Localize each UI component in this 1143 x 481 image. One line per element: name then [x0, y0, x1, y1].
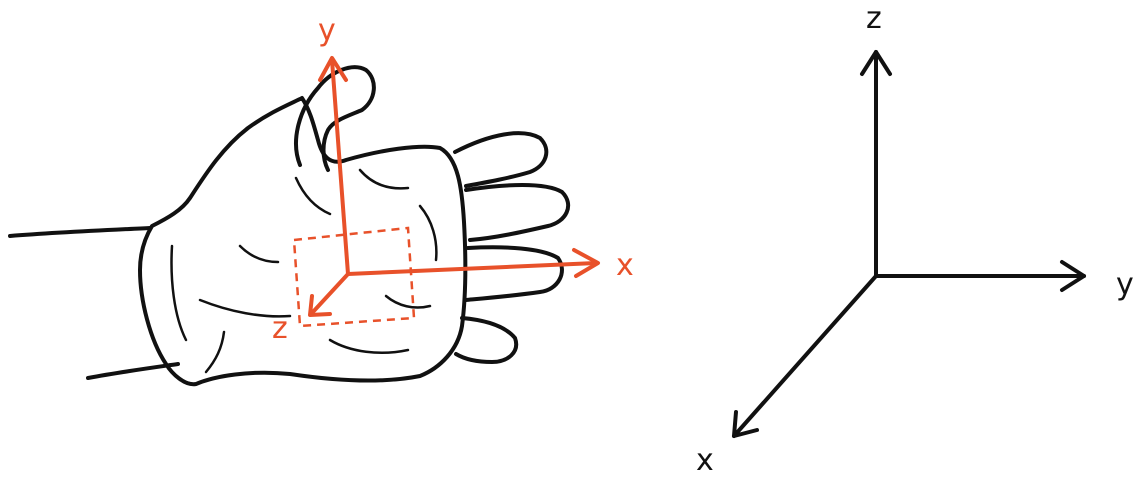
hand-y-axis-arrowhead: [318, 56, 348, 82]
world-x-axis-arrowhead: [732, 410, 759, 438]
glove-cuff-line: [204, 330, 226, 374]
world-y-axis-label: y: [1116, 267, 1134, 302]
hand-x-axis-line: [346, 261, 598, 276]
glove-crease-4: [418, 204, 438, 262]
hand-x-axis-arrowhead: [572, 248, 600, 278]
forearm-lower-line: [86, 362, 180, 380]
finger-pinky: [454, 316, 519, 364]
finger-ring: [464, 245, 564, 302]
gloved-hand-illustration: [8, 65, 571, 387]
glove-crease-7: [294, 176, 332, 216]
forearm-upper-line: [8, 226, 152, 238]
hand-z-axis-arrowhead: [308, 294, 332, 317]
world-y-axis-arrowhead: [1060, 260, 1086, 292]
world-x-axis-label: x: [696, 443, 714, 476]
hand-z-axis-label: z: [272, 311, 288, 346]
world-z-axis-arrowhead: [860, 50, 892, 76]
hand-x-axis-label: x: [616, 248, 634, 283]
world-coordinate-frame: z y x: [696, 1, 1134, 478]
glove-crease-2: [198, 298, 292, 318]
glove-crease-3: [358, 168, 410, 190]
hand-y-axis-line: [330, 58, 350, 276]
world-z-axis-label: z: [866, 1, 882, 36]
glove-crease-8: [384, 294, 432, 309]
sensor-box-dashed: [292, 226, 416, 328]
glove-crease-1: [170, 244, 188, 342]
finger-middle: [464, 183, 571, 242]
glove-crease-6: [238, 244, 280, 264]
glove-outline: [138, 96, 468, 387]
glove-crease-5: [328, 338, 410, 355]
finger-index: [453, 131, 549, 188]
hand-coordinate-frame: y x z: [272, 13, 634, 346]
world-x-axis-line: [732, 274, 878, 438]
hand-y-axis-label: y: [318, 13, 336, 48]
hand-z-axis-line: [310, 272, 350, 315]
